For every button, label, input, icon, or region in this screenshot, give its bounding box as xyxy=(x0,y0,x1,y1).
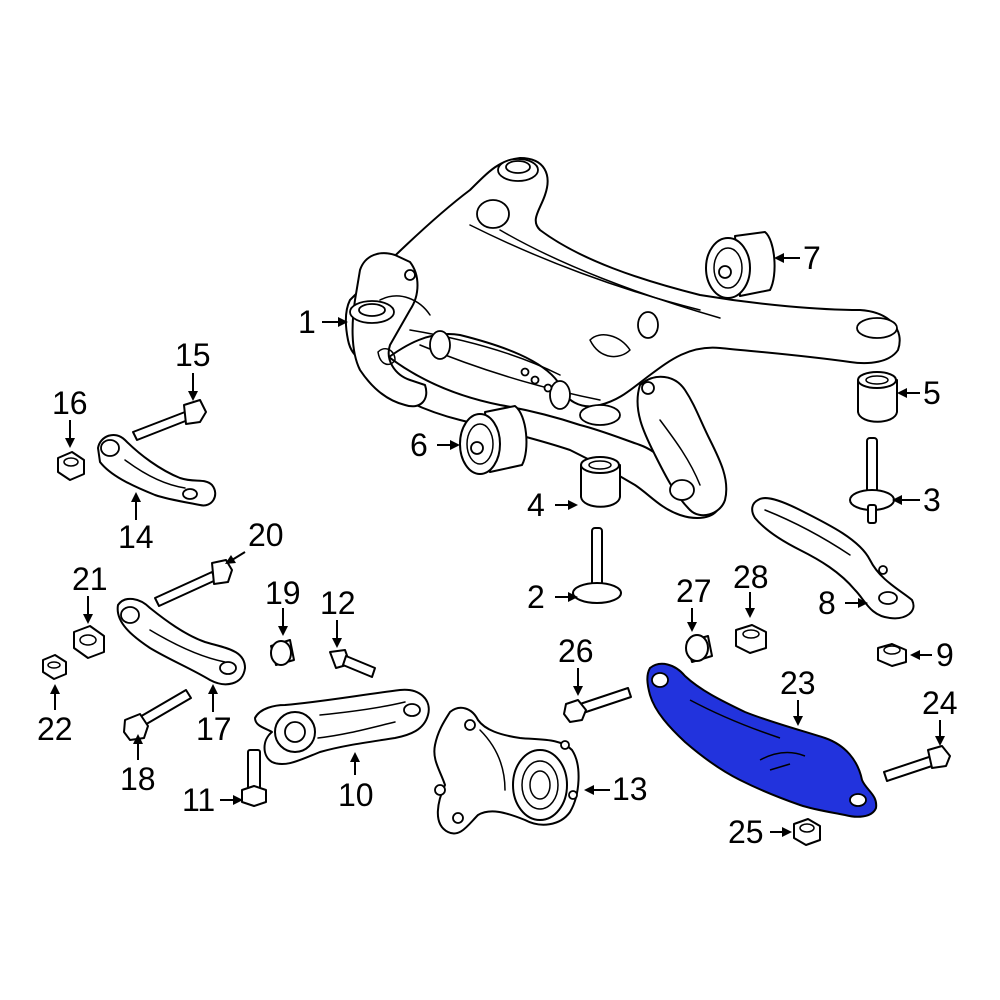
callout-16: 16 xyxy=(52,385,88,421)
callout-13: 13 xyxy=(612,771,648,807)
bushing-part-7[interactable] xyxy=(705,231,776,299)
callout-27: 27 xyxy=(676,573,712,609)
callout-21: 21 xyxy=(72,561,108,597)
callout-1: 1 xyxy=(298,304,316,340)
bushing-part-6[interactable] xyxy=(459,405,528,475)
bolt-part-15[interactable] xyxy=(132,399,207,441)
callout-22: 22 xyxy=(37,711,73,747)
callout-23: 23 xyxy=(780,665,816,701)
bushing-part-19[interactable] xyxy=(270,639,295,666)
bracket-part-8[interactable] xyxy=(751,497,915,620)
nut-part-25[interactable] xyxy=(793,818,821,846)
control-arm-part-23-highlighted[interactable] xyxy=(646,662,878,818)
callout-12: 12 xyxy=(320,585,356,621)
callout-7: 7 xyxy=(803,240,821,276)
bolt-part-24[interactable] xyxy=(883,745,951,782)
bolt-part-3[interactable] xyxy=(849,437,895,524)
control-arm-part-14[interactable] xyxy=(97,433,217,507)
nut-part-9[interactable] xyxy=(877,643,907,667)
nut-part-21[interactable] xyxy=(73,625,105,659)
leader-lines xyxy=(50,253,945,837)
callout-18: 18 xyxy=(120,761,156,797)
callout-5: 5 xyxy=(923,375,941,411)
bolt-part-18[interactable] xyxy=(123,689,192,741)
link-part-10[interactable] xyxy=(254,688,430,766)
callout-25: 25 xyxy=(728,814,764,850)
bolt-part-26[interactable] xyxy=(563,687,632,723)
callout-6: 6 xyxy=(410,427,428,463)
control-arm-part-17[interactable] xyxy=(116,597,246,686)
callout-3: 3 xyxy=(923,482,941,518)
callout-24: 24 xyxy=(922,685,958,721)
bolt-part-20[interactable] xyxy=(154,559,233,607)
callout-2: 2 xyxy=(527,579,545,615)
subframe-part-1[interactable] xyxy=(344,157,901,519)
callout-28: 28 xyxy=(733,559,769,595)
nut-part-16[interactable] xyxy=(57,451,85,481)
nut-part-28[interactable] xyxy=(735,624,767,654)
callout-20: 20 xyxy=(248,517,284,553)
callout-19: 19 xyxy=(265,575,301,611)
knuckle-part-13[interactable] xyxy=(433,706,580,835)
bolt-part-11[interactable] xyxy=(241,749,267,807)
bushing-part-27[interactable] xyxy=(685,634,713,663)
callout-9: 9 xyxy=(936,637,954,673)
bushing-part-4[interactable] xyxy=(580,456,621,508)
bolt-part-12[interactable] xyxy=(329,649,376,678)
callout-14: 14 xyxy=(118,519,154,555)
callout-15: 15 xyxy=(175,337,211,373)
callout-labels: 1 2 3 4 5 6 7 8 9 10 11 12 13 14 15 16 1… xyxy=(37,240,958,850)
callout-26: 26 xyxy=(558,633,594,669)
bushing-part-5[interactable] xyxy=(857,371,898,423)
nut-part-22[interactable] xyxy=(42,654,67,680)
callout-10: 10 xyxy=(338,777,374,813)
bolt-part-2[interactable] xyxy=(572,527,622,604)
callout-17: 17 xyxy=(196,711,232,747)
callout-8: 8 xyxy=(818,585,836,621)
callout-11: 11 xyxy=(182,782,215,818)
callout-4: 4 xyxy=(527,487,545,523)
